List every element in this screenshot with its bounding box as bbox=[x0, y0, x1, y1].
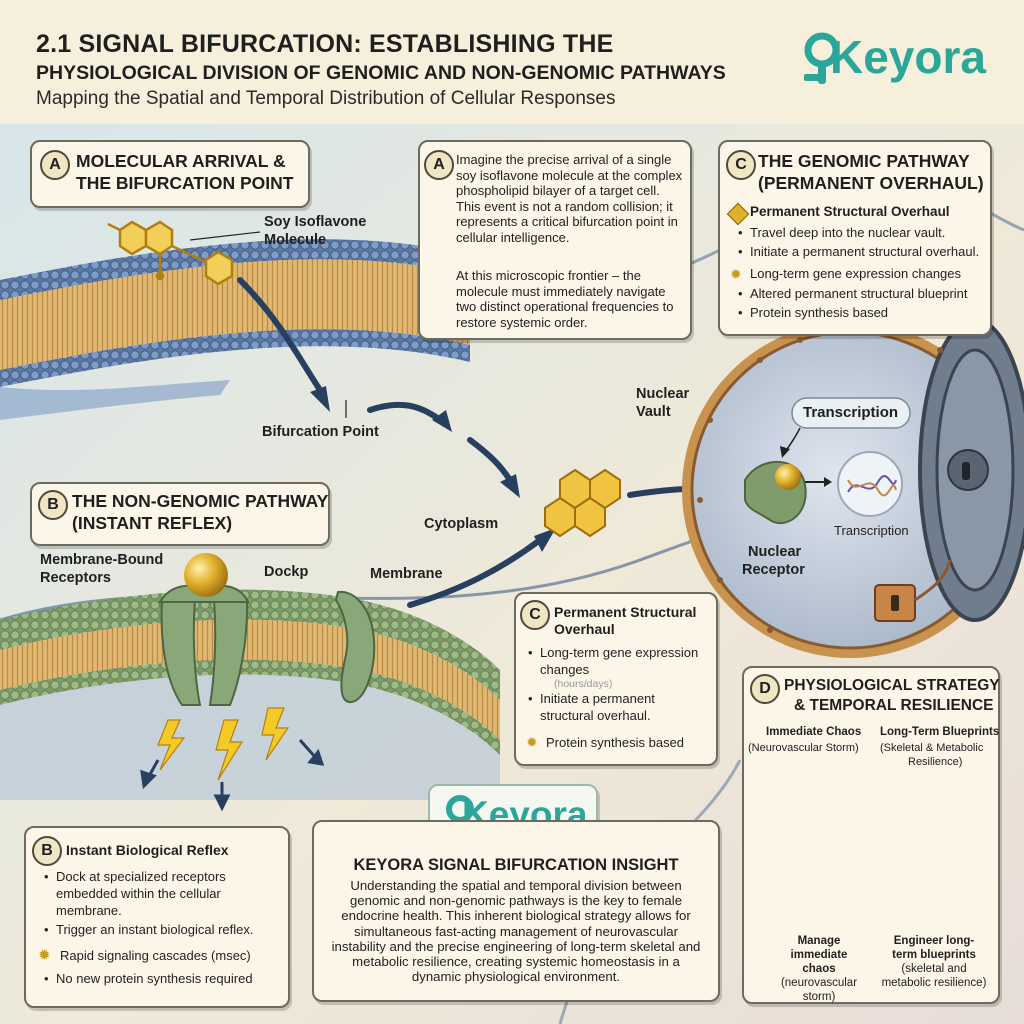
list-item: Trigger an instant biological reflex. bbox=[40, 921, 280, 938]
section-a-box: A MOLECULAR ARRIVAL & THE BIFURCATION PO… bbox=[30, 140, 310, 208]
section-b-title-line2: (INSTANT REFLEX) bbox=[72, 513, 233, 533]
insight-title: KEYORA SIGNAL BIFURCATION INSIGHT bbox=[353, 856, 679, 874]
membrane-receptors-label-line2: Receptors bbox=[40, 570, 111, 586]
engineer-blueprints-caption: Engineer long- term blueprints (skeletal… bbox=[874, 934, 994, 990]
long-term-sub-line2: Resilience) bbox=[908, 756, 963, 768]
section-a-title-line1: MOLECULAR ARRIVAL & bbox=[76, 151, 286, 171]
section-d-title-line1: PHYSIOLOGICAL STRATEGY bbox=[784, 677, 1000, 694]
caption-line: Engineer long- bbox=[893, 935, 975, 947]
membrane-receptors-label-line1: Membrane-Bound bbox=[40, 552, 164, 568]
c-detail-title-line2: Overhaul bbox=[554, 621, 615, 637]
b-detail-bullets: Dock at specialized receptors embedded w… bbox=[40, 868, 280, 940]
list-item: Travel deep into the nuclear vault. bbox=[734, 224, 984, 241]
c-detail-extra: Protein synthesis based bbox=[546, 735, 685, 750]
long-term-head: Long-Term Blueprints bbox=[880, 726, 1000, 738]
insight-box: KEYORA SIGNAL BIFURCATION INSIGHT Unders… bbox=[312, 820, 720, 1002]
b-detail-title: Instant Biological Reflex bbox=[66, 842, 229, 858]
list-item: Initiate a permanent structural overhaul… bbox=[524, 690, 704, 724]
nuclear-receptor-label-line1: Nuclear bbox=[748, 544, 802, 560]
transcription-bubble-label: Transcription bbox=[803, 404, 899, 421]
cell-membrane-top bbox=[0, 239, 470, 420]
docking-receptor bbox=[334, 590, 376, 704]
molecule-label-line1: Soy Isoflavone bbox=[264, 214, 367, 230]
bifurcation-label: Bifurcation Point bbox=[262, 424, 379, 440]
caption-line: term blueprints bbox=[892, 949, 976, 961]
signal-flow-arrows bbox=[237, 277, 723, 608]
b-detail-box: B Instant Biological Reflex Dock at spec… bbox=[24, 826, 290, 1008]
intro-badge: A bbox=[424, 150, 454, 180]
vault-label-line1: Nuclear bbox=[636, 386, 690, 402]
section-b-title-line1: THE NON-GENOMIC PATHWAY bbox=[72, 491, 329, 511]
gear-icon: ✹ bbox=[526, 734, 538, 750]
dockp-label: Dockp bbox=[264, 564, 309, 580]
nuclear-receptor-label-line2: Receptor bbox=[742, 562, 805, 578]
section-d-badge: D bbox=[750, 674, 780, 704]
section-c-box: C THE GENOMIC PATHWAY (PERMANENT OVERHAU… bbox=[718, 140, 992, 336]
brand-logo: Keyora bbox=[800, 28, 990, 88]
list-item: Protein synthesis based bbox=[734, 304, 984, 321]
molecule-label-line2: Molecule bbox=[264, 232, 327, 248]
caption-line: immediate chaos bbox=[790, 949, 848, 975]
cytoplasm-label: Cytoplasm bbox=[424, 516, 499, 532]
section-b-box: B THE NON-GENOMIC PATHWAY (INSTANT REFLE… bbox=[30, 482, 330, 546]
membrane-receptor bbox=[158, 553, 250, 706]
section-c-bullets-2: Altered permanent structural blueprint P… bbox=[734, 285, 984, 323]
page-title-line2: PHYSIOLOGICAL DIVISION OF GENOMIC AND NO… bbox=[36, 62, 726, 84]
intro-paragraph-2: At this microscopic frontier – the molec… bbox=[456, 268, 674, 330]
section-c-title-line1: THE GENOMIC PATHWAY bbox=[758, 151, 970, 171]
immediate-chaos-sub: (Neurovascular Storm) bbox=[748, 742, 859, 754]
b-detail-badge: B bbox=[32, 836, 62, 866]
brand-logo-text: Keyora bbox=[830, 31, 986, 83]
page-subtitle: Mapping the Spatial and Temporal Distrib… bbox=[36, 88, 616, 109]
transcription-label: Transcription bbox=[834, 523, 909, 538]
vault-label-line2: Vault bbox=[636, 404, 671, 420]
immediate-chaos-head: Immediate Chaos bbox=[766, 726, 862, 738]
section-c-subtitle-1: Permanent Structural Overhaul bbox=[750, 204, 950, 219]
long-term-sub-line1: (Skeletal & Metabolic bbox=[880, 742, 984, 754]
list-item: Altered permanent structural blueprint bbox=[734, 285, 984, 302]
section-a-badge: A bbox=[40, 150, 70, 180]
caption-line: (skeletal and bbox=[901, 963, 967, 975]
gear-icon: ✹ bbox=[730, 266, 742, 282]
section-c-title-line2: (PERMANENT OVERHAUL) bbox=[758, 173, 984, 193]
section-c-bullets-1: Travel deep into the nuclear vault. Init… bbox=[734, 224, 984, 262]
list-item: Long-term gene expression changes bbox=[524, 644, 704, 678]
insight-body: Understanding the spatial and temporal d… bbox=[331, 878, 701, 985]
section-c-subtitle-2: Long-term gene expression changes bbox=[750, 266, 962, 281]
caption-line: (neurovascular bbox=[780, 977, 858, 989]
list-item: Initiate a permanent structural overhaul… bbox=[734, 243, 984, 260]
c-detail-bullet-1: Long-term gene expression changes bbox=[524, 644, 704, 680]
keyora-key-icon bbox=[804, 32, 840, 84]
membrane-label: Membrane bbox=[370, 566, 443, 582]
section-a-title-line2: THE BIFURCATION POINT bbox=[76, 173, 294, 193]
caption-line: Manage bbox=[797, 935, 841, 947]
nuclear-vault bbox=[682, 318, 1024, 658]
b-detail-extra-2-list: No new protein synthesis required bbox=[40, 970, 280, 989]
c-detail-title-line1: Permanent Structural bbox=[554, 604, 697, 620]
caption-line: storm) bbox=[802, 991, 836, 1003]
section-b-badge: B bbox=[38, 490, 68, 520]
hexagon-icon bbox=[726, 202, 750, 226]
c-detail-note: (hours/days) bbox=[554, 678, 613, 690]
molecule-cluster bbox=[544, 468, 621, 538]
soy-isoflavone-molecule bbox=[107, 220, 234, 286]
c-detail-bullet-2: Initiate a permanent structural overhaul… bbox=[524, 690, 704, 726]
list-item: Dock at specialized receptors embedded w… bbox=[40, 868, 280, 919]
caption-line: metabolic resilience) bbox=[881, 977, 987, 989]
list-item: No new protein synthesis required bbox=[40, 970, 280, 987]
gear-icon: ✹ bbox=[38, 947, 51, 964]
c-detail-badge: C bbox=[520, 600, 550, 630]
intro-box: A Imagine the precise arrival of a singl… bbox=[418, 140, 692, 340]
section-d-title-line2: & TEMPORAL RESILIENCE bbox=[794, 697, 994, 714]
section-c-badge: C bbox=[726, 150, 756, 180]
signaling-lightning bbox=[157, 707, 290, 781]
page-title-line1: 2.1 SIGNAL BIFURCATION: ESTABLISHING THE bbox=[36, 30, 614, 58]
intro-paragraph-1: Imagine the precise arrival of a single … bbox=[456, 152, 683, 245]
cell-membrane-lower bbox=[0, 589, 500, 800]
b-detail-extra-1: Rapid signaling cascades (msec) bbox=[60, 948, 251, 963]
manage-chaos-caption: Manage immediate chaos (neurovascular st… bbox=[774, 934, 864, 1004]
section-d-box: D PHYSIOLOGICAL STRATEGY & TEMPORAL RESI… bbox=[742, 666, 1000, 1004]
header: 2.1 SIGNAL BIFURCATION: ESTABLISHING THE… bbox=[0, 0, 1024, 126]
c-detail-box: C Permanent Structural Overhaul Long-ter… bbox=[514, 592, 718, 766]
